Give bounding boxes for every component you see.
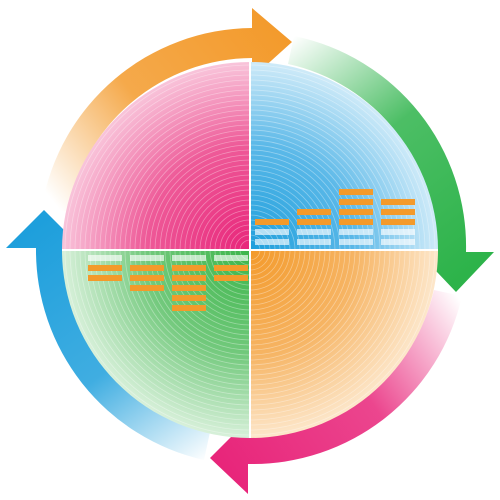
bar-segment [339,239,373,245]
bar-segment [172,275,206,281]
bar-segment [172,295,206,301]
bar-segment [297,239,331,245]
arrow-bottom-pink [210,290,462,494]
bar-segment [130,265,164,271]
bar-segment [339,199,373,205]
arrows-group [6,8,494,494]
bars-ascending [255,189,415,245]
bar-segment [214,275,248,281]
bar-segment [381,199,415,205]
bar-segment [297,229,331,235]
bar-segment [297,209,331,215]
bar-segment [88,265,122,271]
arrow-left-blue [6,210,210,460]
bar-segment [130,275,164,281]
bar-segment [130,285,164,291]
bar-segment [339,189,373,195]
bar-segment [255,239,289,245]
bar-segment [255,229,289,235]
bar-segment [88,255,122,261]
bar-segment [381,239,415,245]
bar-segment [381,219,415,225]
bar-segment [297,219,331,225]
arrow-right-green [288,36,494,292]
bar-segment [172,265,206,271]
bar-segment [214,265,248,271]
bar-segment [339,229,373,235]
bar-segment [339,209,373,215]
bar-segment [339,219,373,225]
bar-segment [381,229,415,235]
bar-segment [172,255,206,261]
bar-segment [172,285,206,291]
bar-segment [255,219,289,225]
bar-segment [88,275,122,281]
arrow-top-orange [42,8,292,212]
bar-segment [172,305,206,311]
bar-segment [381,209,415,215]
bar-segment [130,255,164,261]
bar-segment [214,255,248,261]
bars-descending [88,255,248,311]
